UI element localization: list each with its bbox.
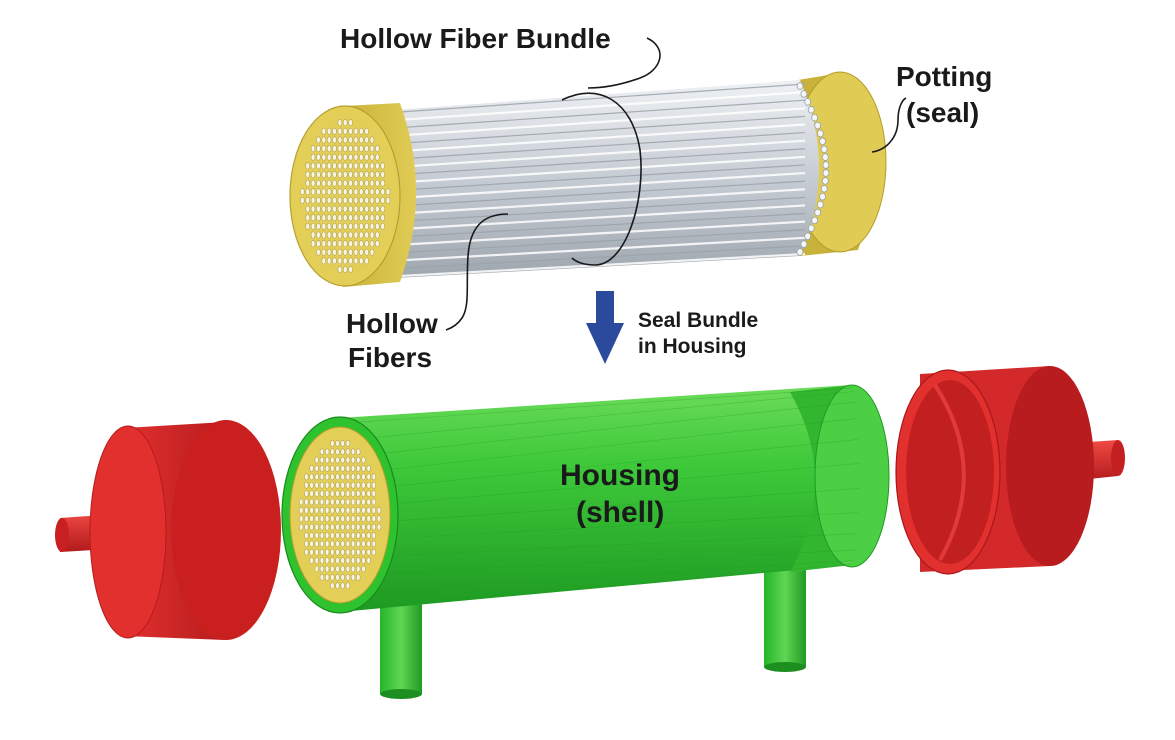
seal-down-arrow — [586, 291, 624, 364]
hollow-fiber-bundle — [289, 71, 887, 287]
fiber-ends-right — [796, 82, 830, 256]
right-end-cap — [895, 366, 1125, 575]
seal-bundle-label-line2: in Housing — [638, 335, 747, 358]
housing-body — [340, 385, 878, 612]
housing-rib-lines — [359, 387, 859, 609]
potting-leader-line — [871, 97, 907, 153]
potting-fiber-openings — [300, 119, 391, 274]
hollow-fibers-label-line1: Hollow — [346, 308, 438, 339]
seal-bundle-label-line1: Seal Bundle — [638, 309, 758, 332]
potting-label-line2: (seal) — [906, 97, 979, 128]
housing-label-line2: (shell) — [576, 496, 664, 529]
housing-shell — [281, 384, 890, 699]
bundle-leader-line — [587, 37, 661, 89]
potting-label-line1: Potting — [896, 61, 992, 92]
fiber-lines — [399, 83, 806, 278]
left-end-cap — [55, 420, 281, 640]
hollow-fiber-bundle-label: Hollow Fiber Bundle — [340, 23, 611, 54]
fibers-leader-line — [445, 213, 509, 331]
housing-label-line1: Housing — [560, 459, 680, 492]
housing-fiber-openings — [298, 439, 382, 590]
bundle-wrap-line — [561, 92, 642, 266]
hollow-fibers-label-line2: Fibers — [348, 342, 432, 373]
